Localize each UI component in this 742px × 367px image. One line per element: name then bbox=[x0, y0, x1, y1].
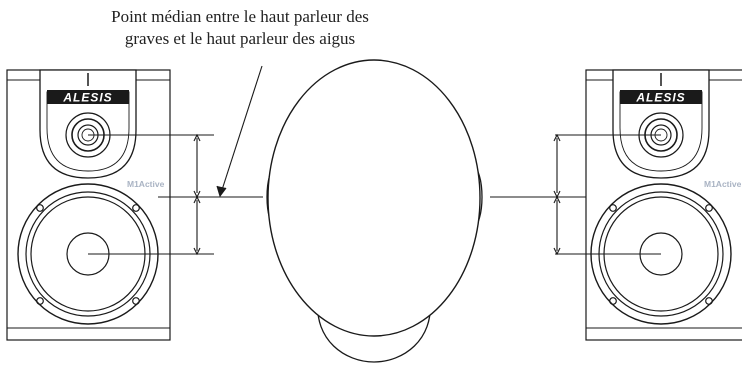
annotation-line-2: graves et le haut parleur des aigus bbox=[124, 29, 356, 48]
left-woofer-screws bbox=[36, 204, 140, 305]
screw-icon bbox=[132, 297, 140, 305]
arrowhead-icon bbox=[553, 133, 561, 142]
arrowhead-icon bbox=[553, 195, 561, 204]
screw-icon bbox=[609, 297, 617, 305]
arrowhead-icon bbox=[216, 185, 227, 198]
annotation-leader-line bbox=[220, 65, 263, 194]
right-woofer-screws bbox=[609, 204, 713, 305]
screw-icon bbox=[705, 297, 713, 305]
right-tweeter-waveguide-inner bbox=[619, 91, 703, 172]
left-tweeter-waveguide-inner bbox=[46, 91, 130, 172]
right-brand-logo: ALESIS bbox=[635, 91, 685, 105]
right-tweeter-waveguide bbox=[612, 69, 710, 179]
screw-icon bbox=[705, 204, 713, 212]
right-logo-plate bbox=[620, 90, 702, 104]
screw-icon bbox=[36, 297, 44, 305]
listener-head-outline bbox=[267, 59, 481, 337]
screw-icon bbox=[132, 204, 140, 212]
right-model-badge: M1Active bbox=[704, 179, 742, 189]
screw-icon bbox=[609, 204, 617, 212]
measurement-lines bbox=[88, 65, 661, 256]
annotation-line-1: Point médian entre le haut parleur des bbox=[111, 7, 369, 26]
left-logo-plate bbox=[47, 90, 129, 104]
left-speaker: ALESIS M1Active bbox=[6, 69, 171, 341]
left-brand-logo: ALESIS bbox=[62, 91, 112, 105]
right-speaker: ALESIS M1Active bbox=[585, 69, 742, 341]
arrowhead-icon bbox=[193, 133, 201, 142]
listener-head bbox=[266, 59, 483, 363]
arrowhead-icon bbox=[193, 247, 201, 256]
midpoint-annotation: Point médian entre le haut parleur des g… bbox=[70, 6, 410, 50]
screw-icon bbox=[36, 204, 44, 212]
arrowhead-icon bbox=[193, 195, 201, 204]
left-tweeter-waveguide bbox=[39, 69, 137, 179]
arrowhead-icon bbox=[553, 247, 561, 256]
left-model-badge: M1Active bbox=[127, 179, 165, 189]
